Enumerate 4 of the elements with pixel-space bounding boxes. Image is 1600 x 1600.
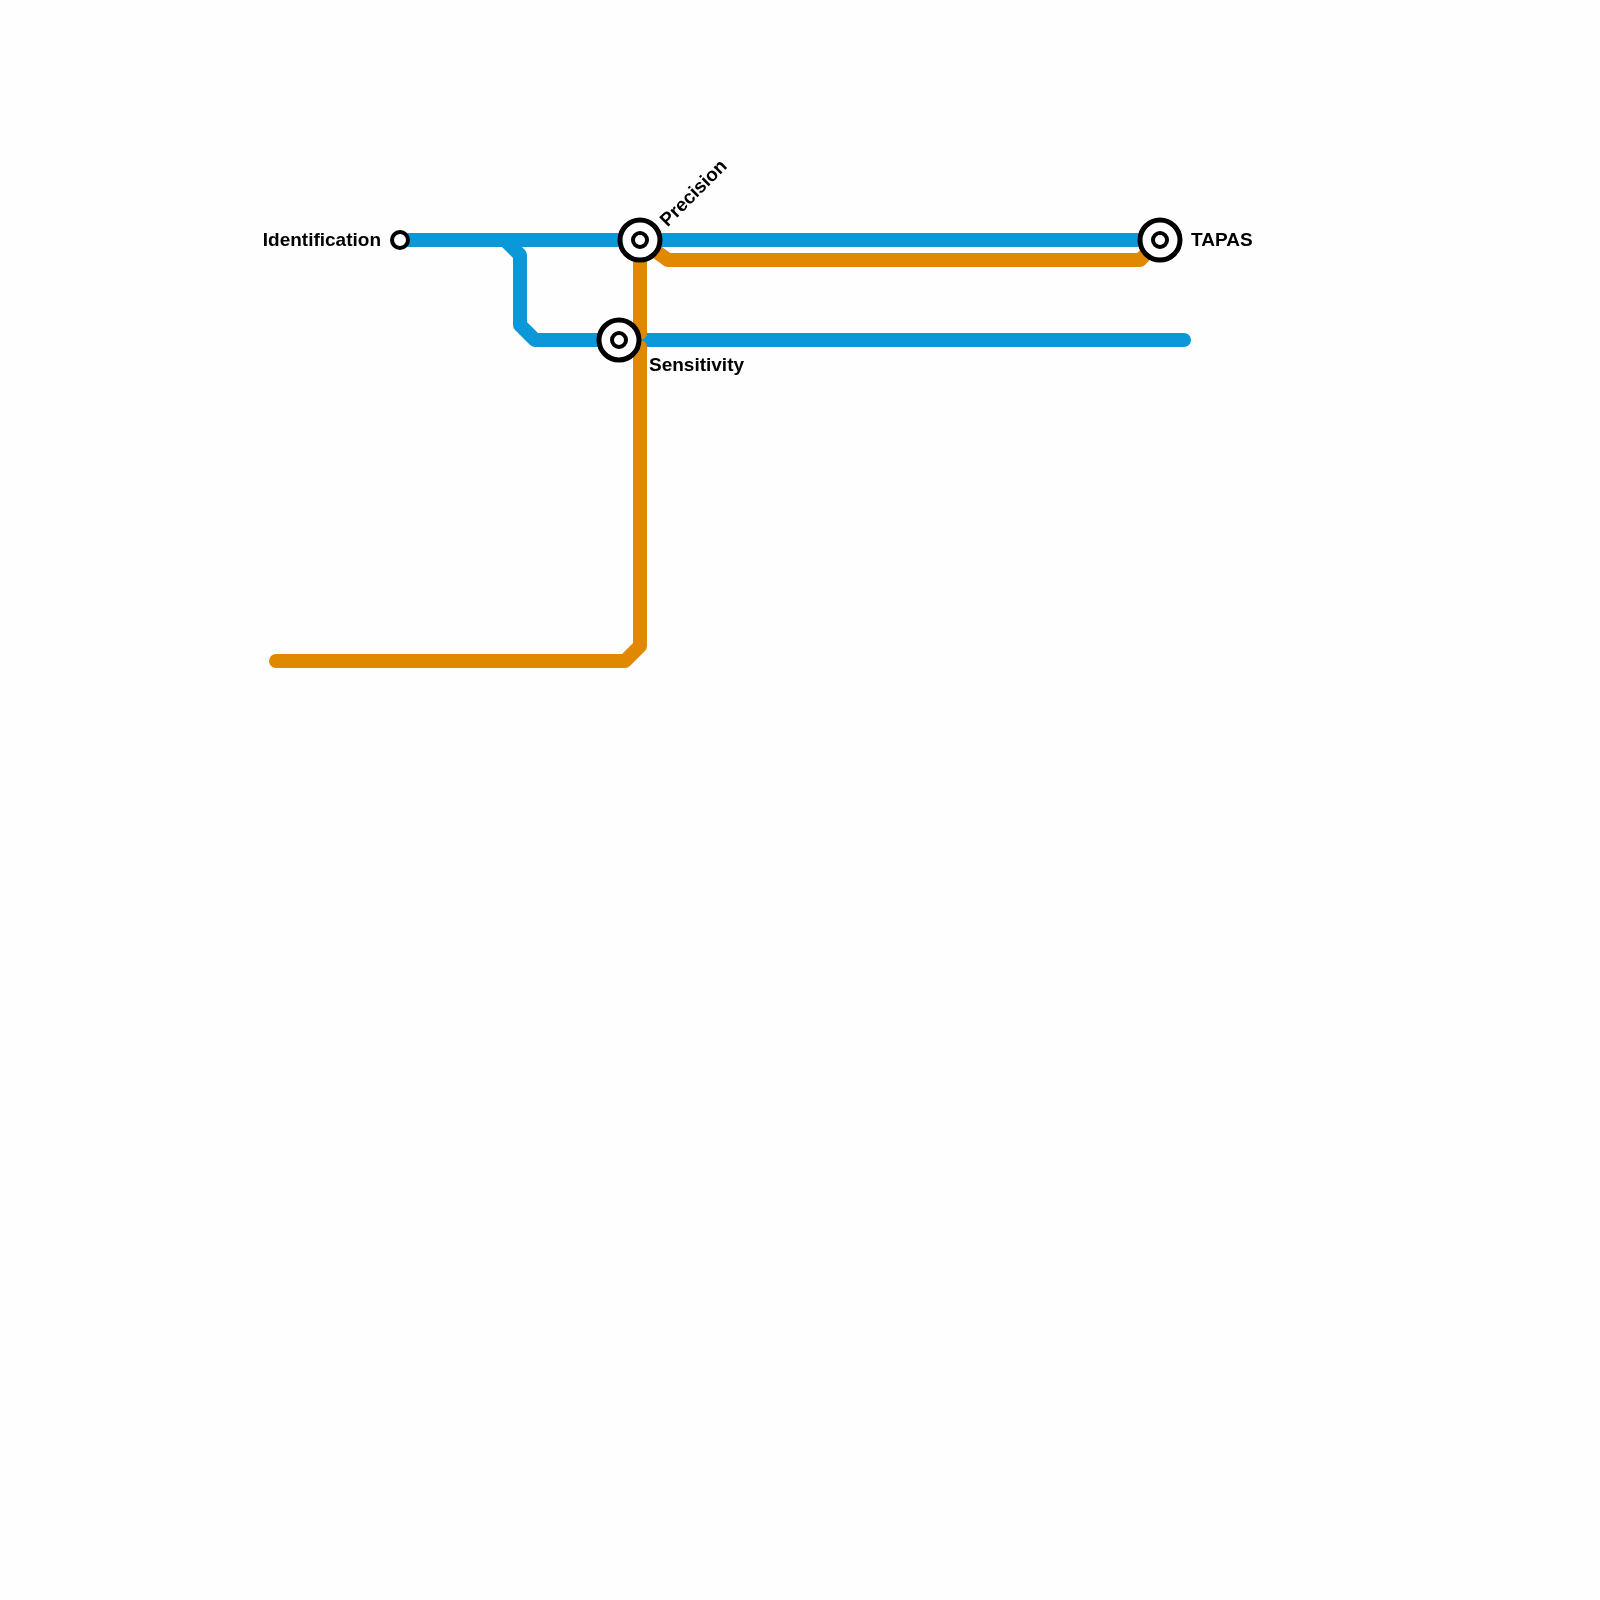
station-label: Sensitivity xyxy=(649,354,745,376)
station-label: Identification xyxy=(262,229,381,251)
station-label: TAPAS xyxy=(1191,229,1253,251)
transit-line xyxy=(269,340,647,668)
